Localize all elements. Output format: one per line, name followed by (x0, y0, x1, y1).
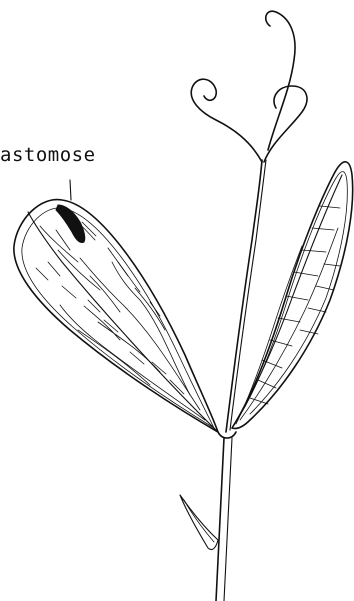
right-leaflet-outline (232, 162, 353, 429)
left-leaflet-outline (14, 200, 218, 432)
left-leaflet-vein-3 (112, 262, 190, 395)
left-leaflet (14, 200, 218, 432)
tendrils (191, 11, 307, 162)
annotation-pointer (70, 180, 71, 200)
rachis (226, 160, 262, 432)
stem (216, 438, 224, 601)
left-leaflet-vein-1 (60, 305, 205, 420)
stem-inner (224, 438, 232, 601)
right-leaflet (232, 162, 353, 429)
tendril-top (266, 11, 295, 150)
left-leaflet-vein-2 (80, 258, 200, 410)
anastomose-highlight (56, 205, 85, 243)
right-leaflet-cells (250, 206, 340, 404)
stipule-node (218, 432, 236, 438)
left-leaflet-inner-rim (22, 208, 214, 428)
right-leaflet-vein-1 (240, 228, 338, 420)
left-leaflet-midrib (28, 212, 218, 432)
tendril-left (191, 79, 262, 162)
